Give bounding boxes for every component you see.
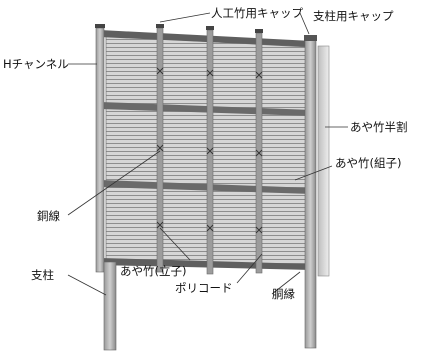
right-post: [304, 39, 317, 349]
label-ayatake-half: あや竹半割: [350, 120, 408, 134]
label-post: 支柱: [31, 268, 54, 282]
tateko-2: [206, 29, 214, 275]
label-dobuchi: 胴縁: [272, 287, 295, 301]
bamboo-panel: [105, 35, 308, 268]
label-ayatake-kumiko: あや竹(組子): [335, 156, 401, 170]
ayatake-half-piece: [317, 45, 330, 277]
h-channel: [95, 27, 105, 273]
post-cap: [304, 35, 317, 41]
leader-lines: [67, 12, 348, 296]
label-post-cap: 支柱用キャップ: [313, 9, 394, 23]
label-h-channel: Hチャンネル: [3, 57, 69, 71]
left-post: [103, 261, 117, 351]
label-artificial-bamboo-cap: 人工竹用キャップ: [211, 6, 303, 20]
label-ayatake-tateko: あや竹(立子): [120, 264, 186, 278]
label-copper-wire: 銅線: [37, 209, 60, 223]
bamboo-caps: [95, 24, 263, 33]
label-poly-cord: ポリコード: [175, 281, 233, 295]
